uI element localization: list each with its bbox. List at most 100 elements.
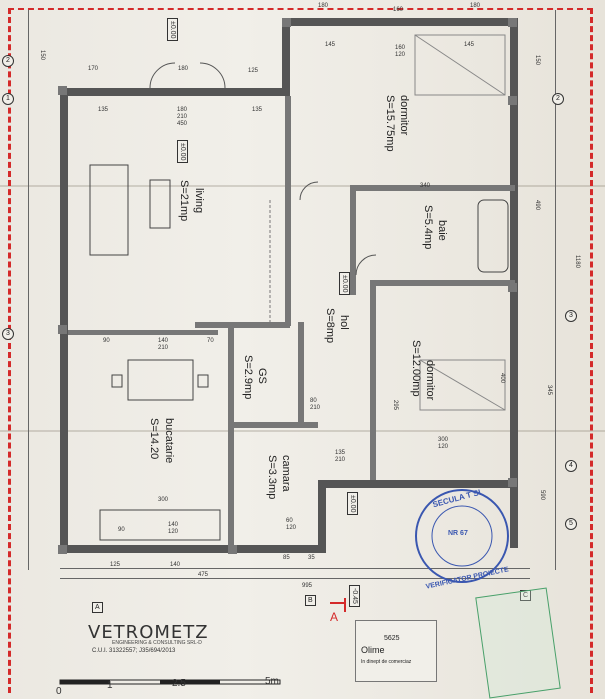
paper-fold <box>0 430 605 432</box>
wall-north-living <box>60 88 290 96</box>
column <box>508 283 517 292</box>
chair <box>197 374 209 388</box>
axis-2: 2 <box>2 55 14 67</box>
dim-line-bottom <box>60 568 530 569</box>
dim-left: 125 <box>248 68 259 74</box>
axis-a: A <box>92 602 103 613</box>
axis-b: B <box>305 595 316 606</box>
axis-right: 4 <box>565 460 577 472</box>
wall-north-bedroom <box>282 18 517 26</box>
bed <box>419 359 506 411</box>
axis-right: 5 <box>565 518 577 530</box>
dining-table <box>127 359 194 401</box>
axis-right: 3 <box>565 310 577 322</box>
dim-left: 180 <box>178 66 189 72</box>
dim-misc: 210 <box>335 457 346 463</box>
dim-top: 180 <box>470 3 481 9</box>
room-name-hol: hol <box>338 315 350 330</box>
wall-south <box>60 545 320 553</box>
stamp-text-mid: NR 67 <box>448 530 468 537</box>
room-area-dormitor: S=15.75mp <box>384 95 396 152</box>
wall-gs <box>195 322 290 328</box>
column <box>282 18 291 27</box>
room-name-baie: baie <box>436 220 448 241</box>
room-name-gs: GS <box>256 368 268 384</box>
wall <box>282 18 290 96</box>
wall-pantry <box>228 422 318 428</box>
dim-line-bottom <box>60 578 530 579</box>
wall-hall-bedroom <box>370 286 376 480</box>
dim-misc: 400 <box>499 373 505 384</box>
wall-bath <box>350 185 356 295</box>
wall-west <box>60 88 68 550</box>
dim-left: 70 <box>207 338 214 344</box>
dim-top: 180 <box>318 3 329 9</box>
section-mark: A <box>330 610 339 624</box>
dim-misc: 35 <box>308 555 315 561</box>
room-name-camara: camara <box>280 455 292 492</box>
paper-fold <box>0 185 605 187</box>
coffee-table <box>149 179 171 229</box>
dim-misc: 995 <box>302 583 313 589</box>
dim-left: 140 <box>158 338 169 344</box>
dim-misc: 210 <box>310 405 321 411</box>
firm-logo: VETROMETZ <box>88 622 209 643</box>
column <box>508 96 517 105</box>
chair <box>111 374 123 388</box>
column <box>508 478 517 487</box>
wall-gs-hall <box>298 322 304 422</box>
bathtub <box>477 199 509 273</box>
wall <box>318 480 326 553</box>
level-marker: ±0.00 <box>347 492 358 516</box>
dim-misc: 120 <box>286 525 297 531</box>
dim-right: 590 <box>539 490 545 501</box>
dim-left: 135 <box>252 107 263 113</box>
dim-line-left <box>28 10 29 570</box>
stamp-box-line2: Olime <box>361 645 385 655</box>
dim-left: 135 <box>98 107 109 113</box>
dim-right: 1180 <box>574 255 580 268</box>
column <box>228 545 237 554</box>
dim-right: 340 <box>420 183 431 189</box>
kitchen-counter <box>99 509 221 541</box>
stamp-box: 5625 Olime In dinept de comerciaz <box>355 620 437 682</box>
level-marker: ±0.00 <box>167 18 178 42</box>
red-frame-right <box>590 8 593 693</box>
dim-left: 90 <box>118 527 125 533</box>
room-name-living: living <box>193 188 205 214</box>
level-marker: ±0.00 <box>177 140 188 164</box>
room-area-living: S=21mp <box>178 180 190 222</box>
dim-top: 145 <box>464 42 475 48</box>
room-name-dormitor: dormitor <box>398 95 410 136</box>
dim-left: 170 <box>88 66 99 72</box>
wall-bedroom-bath <box>350 185 515 191</box>
dim-misc: 85 <box>283 555 290 561</box>
red-frame-top <box>8 8 593 10</box>
bed <box>414 34 506 96</box>
dim-top: 160 <box>395 45 406 51</box>
dim-left: 450 <box>177 121 188 127</box>
scale-label: 5m <box>265 676 279 687</box>
dim-right: 150 <box>534 55 540 66</box>
dim-left: 475 <box>198 572 209 578</box>
wall-south-bedroom <box>318 480 518 488</box>
dim-top: 160 <box>393 7 404 13</box>
room-name-bucatarie: bucatarie <box>163 418 175 464</box>
dim-left: 210 <box>177 114 188 120</box>
dim-left: 300 <box>158 497 169 503</box>
dim-misc: 295 <box>392 400 398 411</box>
stamp-box-line3: In dinept de comerciaz <box>361 659 412 665</box>
firm-cui: C.U.I. 31322557; J35/694/2013 <box>92 648 176 654</box>
scale-label: 0 <box>56 686 62 697</box>
dim-misc: 120 <box>438 444 449 450</box>
wall-kitchen-pantry <box>228 328 234 548</box>
axis-c: C <box>520 590 532 601</box>
dim-misc: 135 <box>335 450 346 456</box>
dim-left: 180 <box>177 107 188 113</box>
dim-right: 490 <box>534 200 540 211</box>
dim-misc: 60 <box>286 518 293 524</box>
dim-misc: 300 <box>438 437 449 443</box>
dim-top: 145 <box>325 42 336 48</box>
room-area-bucatarie: S=14.20 <box>148 418 160 460</box>
